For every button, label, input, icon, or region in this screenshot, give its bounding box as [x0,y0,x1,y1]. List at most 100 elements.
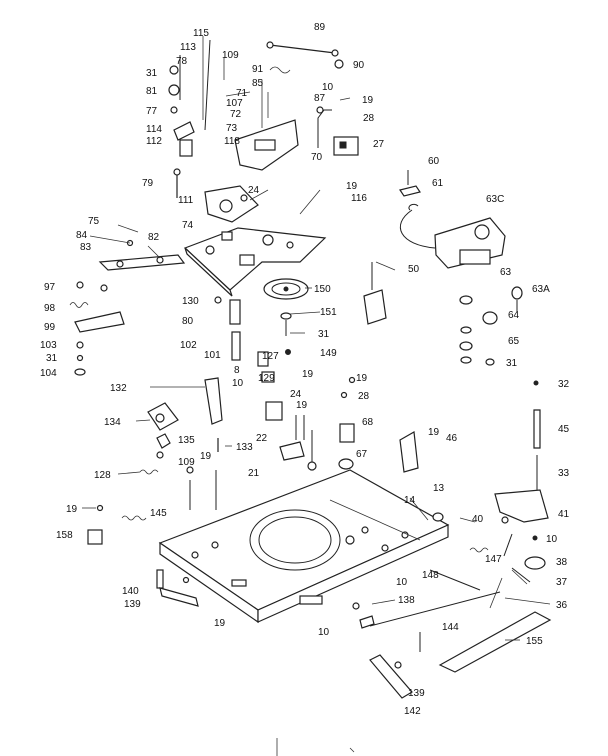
label-71: 71 [236,88,248,99]
label-10: 10 [396,577,408,588]
part-61 [399,185,421,197]
bottom-mark-2 [349,747,355,753]
label-83: 83 [80,242,92,253]
label-19: 19 [200,451,212,462]
parts-139-140 [156,569,199,607]
label-8: 8 [234,365,240,376]
label-134: 134 [104,417,121,428]
label-114: 114 [146,124,162,135]
label-19: 19 [346,181,358,192]
label-112: 112 [146,136,162,147]
label-116: 116 [351,193,367,204]
label-128: 128 [94,470,111,481]
part-158 [87,529,103,545]
handle-155 [438,611,552,673]
label-31: 31 [46,353,58,364]
part-63a [511,286,523,312]
label-31: 31 [318,329,330,340]
label-138: 138 [398,595,415,606]
label-139: 139 [408,688,425,699]
label-19: 19 [296,400,308,411]
label-21: 21 [248,468,260,479]
label-61: 61 [432,178,444,189]
parts-138-10 [352,602,375,629]
label-149: 149 [320,348,337,359]
part-90 [334,59,344,69]
label-133: 133 [236,442,253,453]
label-24: 24 [290,389,302,400]
bracket-85 [234,92,299,171]
label-135: 135 [178,435,195,446]
lever-132 [204,377,223,425]
label-142: 142 [404,706,421,717]
label-91: 91 [252,64,264,75]
label-13: 13 [433,483,445,494]
label-99: 99 [44,322,56,333]
label-19: 19 [428,427,440,438]
label-64: 64 [508,310,520,321]
parts-67-68 [307,376,356,471]
label-158: 158 [56,530,73,541]
label-40: 40 [472,514,484,525]
label-28: 28 [363,113,375,124]
label-85: 85 [252,78,264,89]
leader-lines [82,36,551,641]
label-19: 19 [356,373,368,384]
label-36: 36 [556,600,568,611]
label-87: 87 [314,93,326,104]
arm-83 [98,254,186,271]
label-31: 31 [506,358,518,369]
label-140: 140 [122,586,139,597]
label-78: 78 [176,56,188,67]
label-14: 14 [404,495,416,506]
label-148: 148 [422,570,439,581]
label-151: 151 [320,307,337,318]
label-113: 113 [180,42,196,53]
label-97: 97 [44,282,56,293]
parts-21-24 [265,401,305,461]
label-90: 90 [353,60,365,71]
part-75 [117,224,139,233]
label-50: 50 [408,264,420,275]
callout-labels: 115 113 78 31 81 77 114 112 109 71 107 7… [40,22,570,717]
label-33: 33 [558,468,570,479]
label-63a: 63A [532,284,550,295]
label-102: 102 [180,340,197,351]
label-70: 70 [311,152,323,163]
label-46: 46 [446,433,458,444]
label-10: 10 [546,534,558,545]
label-65: 65 [508,336,520,347]
label-98: 98 [44,303,56,314]
label-19: 19 [362,95,374,106]
screw-19-left [96,504,104,512]
label-84: 84 [76,230,88,241]
label-132: 132 [110,383,127,394]
label-130: 130 [182,296,199,307]
nut-13 [432,512,444,522]
bracket-134 [147,402,179,431]
label-22: 22 [256,433,268,444]
part-87 [316,106,324,114]
motor-63c [400,203,506,269]
label-74: 74 [182,220,194,231]
label-10: 10 [318,627,330,638]
label-104: 104 [40,368,57,379]
label-77: 77 [146,106,158,117]
label-118: 118 [224,136,240,147]
switch-27 [333,136,359,156]
label-150: 150 [314,284,331,295]
rod-89 [266,41,339,57]
label-27: 27 [373,139,385,150]
fastener-column-left [168,39,211,157]
label-60: 60 [428,156,440,167]
label-37: 37 [556,577,568,588]
label-115: 115 [193,28,209,39]
label-63c: 63C [486,194,504,205]
spring-145 [121,515,147,521]
label-129: 129 [258,373,275,384]
label-10: 10 [232,378,244,389]
label-80: 80 [182,316,194,327]
bracket-50 [363,262,387,325]
label-75: 75 [88,216,100,227]
